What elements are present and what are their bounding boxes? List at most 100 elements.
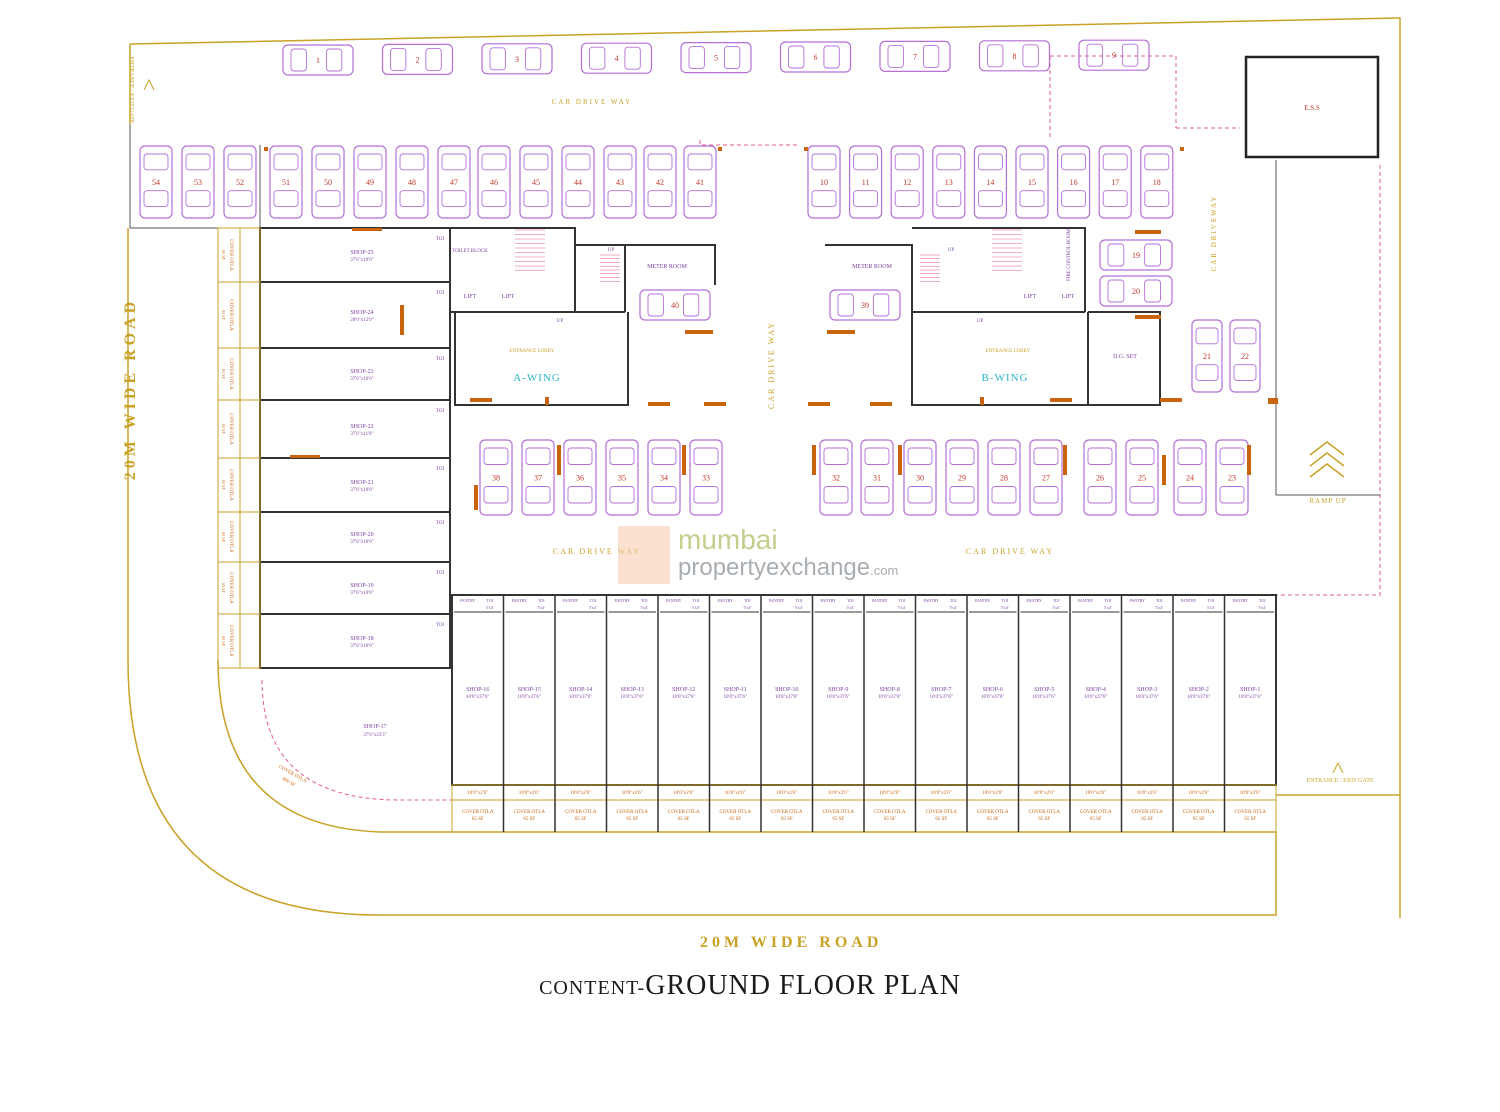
otla-label: COVER OTLA (228, 358, 233, 390)
column-marker (290, 455, 320, 458)
parking-space: 5 (680, 41, 752, 74)
otla-label: COVER OTLA (228, 413, 233, 445)
toilet-label: TOI (436, 521, 445, 526)
column-marker (474, 485, 478, 510)
lift-label: LIFT (502, 294, 515, 300)
meter-room-label: METER ROOM (647, 264, 688, 270)
toilet-size: 5'x4' (1207, 605, 1215, 610)
toilet-label: TOI (589, 598, 596, 603)
otla-label: COVER OTLA (228, 521, 233, 553)
shop-name: SHOP-22 (350, 424, 373, 430)
parking-space: 3 (481, 43, 553, 75)
otla-front: 10'0"x2'6" (1240, 791, 1261, 796)
parking-number: 30 (916, 474, 924, 483)
shop-name: SHOP-5 (1034, 687, 1054, 693)
shop-size: 37'6"x10'0" (350, 540, 373, 545)
toilet-label: TOI (436, 357, 445, 362)
shop-name: SHOP-17 (363, 724, 386, 730)
otla-front: 10'0"x2'6" (725, 791, 746, 796)
parking-space: 23 (1215, 439, 1249, 516)
parking-number: 13 (945, 178, 953, 187)
b-wing-label: B-WING (982, 372, 1029, 384)
otla-front: 10'0"x2'6" (570, 791, 591, 796)
stair-up-label: UP (977, 319, 984, 324)
otla-area: 65 SF (221, 424, 226, 434)
parking-number: 34 (660, 474, 668, 483)
shop-name: SHOP-3 (1137, 687, 1157, 693)
lobby-label: ENTRANCE LOBBY (986, 349, 1031, 354)
parking-space: 40 (639, 289, 711, 321)
toilet-label: TOI (744, 598, 751, 603)
parking-space: 38 (479, 439, 513, 516)
shop-name: SHOP-15 (518, 687, 541, 693)
pantry-label: PANTRY (769, 598, 785, 603)
otla-front: 10'0"x2'6" (776, 791, 797, 796)
otla-front: 10'0"x2'6" (1188, 791, 1209, 796)
shop-size: 10'0"x37'6" (1033, 695, 1056, 700)
meter-room-label: METER ROOM (852, 264, 893, 270)
parking-number: 42 (656, 178, 664, 187)
toilet-size: 5'x4' (692, 605, 700, 610)
toilet-label: TOI (436, 237, 445, 242)
toilet-size: 5'x4' (950, 605, 958, 610)
driveway-label: CAR DRIVEWAY (1210, 195, 1218, 272)
shop-size: 10'0"x37'6" (981, 695, 1004, 700)
otla-area: 65 SF (884, 817, 896, 822)
parking-number: 4 (615, 54, 619, 63)
pantry-label: PANTRY (821, 598, 837, 603)
toilet-label: TOI (436, 467, 445, 472)
pantry-label: PANTRY (924, 598, 940, 603)
ess-room: E.S.S (1244, 55, 1380, 159)
parking-number: 16 (1070, 178, 1078, 187)
pantry-label: PANTRY (872, 598, 888, 603)
column-marker (1135, 315, 1161, 319)
parking-space: 10 (807, 145, 841, 219)
stair-up-label: UP (608, 248, 615, 253)
parking-number: 6 (814, 53, 818, 62)
parking-space: 32 (819, 439, 853, 516)
staircase (600, 254, 620, 282)
shop-size: 10'0"x37'6" (569, 695, 592, 700)
parking-number: 25 (1138, 474, 1146, 483)
parking-space: 19 (1099, 239, 1173, 271)
toilet-size: 5'x4' (1156, 605, 1164, 610)
parking-space: 18 (1140, 145, 1174, 219)
parking-number: 26 (1096, 474, 1104, 483)
otla-label: COVER OTLA (228, 299, 233, 331)
parking-number: 31 (873, 474, 881, 483)
otla-label: COVER OTLA (228, 239, 233, 271)
shop-size: 10'0"x37'6" (466, 695, 489, 700)
parking-space: 16 (1056, 145, 1091, 219)
toilet-label: TOI (538, 598, 545, 603)
parking-space: 52 (223, 145, 257, 219)
shop-size: 10'0"x37'6" (724, 695, 747, 700)
parking-space: 31 (860, 439, 894, 516)
parking-space: 39 (829, 289, 901, 321)
shop-size: 37'6"x23'3" (363, 733, 386, 738)
parking-number: 38 (492, 474, 500, 483)
staircase (515, 229, 545, 271)
pantry-label: PANTRY (1233, 598, 1249, 603)
toilet-label: TOI (898, 598, 905, 603)
shop-name: SHOP-14 (569, 687, 592, 693)
toilet-label: TOI (436, 291, 445, 296)
otla-area: 65 SF (523, 817, 535, 822)
otla-label: COVER OTLA (1080, 810, 1112, 815)
parking-number: 36 (576, 474, 584, 483)
parking-number: 20 (1132, 287, 1140, 296)
otla-label: COVER OTLA (1183, 810, 1215, 815)
column-marker (1247, 445, 1251, 475)
otla-label: COVER OTLA (228, 625, 233, 657)
parking-space: 17 (1098, 145, 1132, 219)
pantry-label: PANTRY (1078, 598, 1094, 603)
ess-label: E.S.S (1304, 104, 1320, 112)
parking-number: 18 (1153, 178, 1161, 187)
otla-area: 65 SF (729, 817, 741, 822)
parking-space: 35 (605, 439, 639, 516)
toilet-size: 5'x4' (795, 605, 803, 610)
parking-space: 21 (1191, 319, 1223, 393)
